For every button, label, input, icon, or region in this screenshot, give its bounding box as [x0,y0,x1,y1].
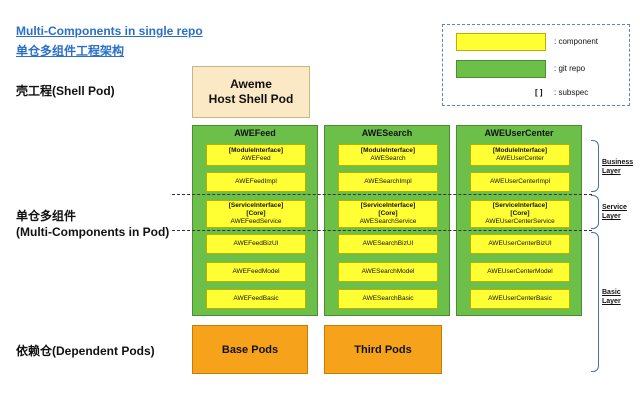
shell-pod-line1: Aweme [230,77,272,91]
shell-pod-line2: Host Shell Pod [208,92,294,106]
component-tag: [Core] [378,210,398,217]
component-name: AWEFeedBizUI [233,240,279,247]
component-name: AWEUserCenterBasic [488,295,552,302]
component-name: AWEUserCenterImpl [489,178,551,185]
component-service: [ServiceInterface] [Core] AWEFeedService [206,200,306,228]
component-tag: [ModuleInterface] [492,147,548,154]
component-model: AWEFeedModel [206,262,306,282]
component-module-interface: [ModuleInterface] AWESearch [338,144,438,166]
component-name: AWEFeedModel [232,268,280,275]
component-name: AWEFeedImpl [235,178,277,185]
component-name: AWEFeed [241,155,271,162]
shell-pod-label: 壳工程(Shell Pod) [16,84,115,98]
component-name: AWEUserCenterService [485,218,555,225]
component-impl: AWESearchImpl [338,172,438,192]
service-basic-divider [172,230,592,231]
component-name: AWESearchService [359,218,417,225]
legend-git-repo-label: : git repo [554,64,586,73]
component-model: AWEUserCenterModel [470,262,570,282]
component-name: AWESearchBasic [362,295,414,302]
component-tag: [Core] [510,210,530,217]
basic-layer-label: Basic Layer [602,289,621,305]
business-layer-brace [591,140,599,192]
basic-layer-brace [591,232,599,372]
component-bizui: AWESearchBizUI [338,234,438,254]
multi-components-label-cn: 单仓多组件 [16,209,77,223]
column-awesearch: AWESearch [ModuleInterface] AWESearch AW… [324,125,450,316]
component-impl: AWEUserCenterImpl [470,172,570,192]
column-title: AWEFeed [234,128,276,138]
component-name: AWEFeedService [230,218,282,225]
legend-subspec-label: : subspec [554,88,589,97]
component-tag: [ServiceInterface] [228,202,284,209]
component-service: [ServiceInterface] [Core] AWEUserCenterS… [470,200,570,228]
dependent-pods-label: 依赖仓(Dependent Pods) [16,344,155,358]
business-service-divider [172,194,592,195]
base-pods-box: Base Pods [192,325,308,374]
component-service: [ServiceInterface] [Core] AWESearchServi… [338,200,438,228]
shell-pod-box: Aweme Host Shell Pod [192,66,310,118]
component-tag: [Core] [246,210,266,217]
business-layer-label: Business Layer [602,159,634,175]
component-tag: [ServiceInterface] [492,202,548,209]
component-bizui: AWEFeedBizUI [206,234,306,254]
component-basic: AWESearchBasic [338,289,438,309]
service-layer-label: Service Layer [602,204,627,220]
legend [442,24,630,106]
component-name: AWEUserCenter [496,155,544,162]
component-name: AWESearchBizUI [362,240,414,247]
component-name: AWESearch [370,155,406,162]
component-tag: [ServiceInterface] [360,202,416,209]
component-bizui: AWEUserCenterBizUI [470,234,570,254]
component-name: AWEUserCenterBizUI [488,240,552,247]
legend-git-repo-swatch [456,60,546,78]
legend-component-swatch [456,33,546,51]
component-module-interface: [ModuleInterface] AWEFeed [206,144,306,166]
component-name: AWEUserCenterModel [487,268,553,275]
column-awefeed: AWEFeed [ModuleInterface] AWEFeed AWEFee… [192,125,318,316]
component-module-interface: [ModuleInterface] AWEUserCenter [470,144,570,166]
component-basic: AWEFeedBasic [206,289,306,309]
component-name: AWESearchModel [361,268,415,275]
diagram-subtitle: 单仓多组件工程架构 [16,44,125,58]
service-layer-brace [591,195,599,229]
column-title: AWESearch [361,128,413,138]
component-name: AWEFeedBasic [233,295,279,302]
component-basic: AWEUserCenterBasic [470,289,570,309]
diagram-title: Multi-Components in single repo [16,24,203,38]
legend-component-label: : component [554,37,599,46]
component-tag: [ModuleInterface] [228,147,284,154]
column-aweusercenter: AWEUserCenter [ModuleInterface] AWEUserC… [456,125,582,316]
third-pods-box: Third Pods [324,325,442,374]
column-title: AWEUserCenter [484,128,554,138]
multi-components-label-en: (Multi-Components in Pod) [16,225,170,239]
legend-subspec-symbol: [ ] [535,88,543,97]
component-tag: [ModuleInterface] [360,147,416,154]
component-name: AWESearchImpl [364,178,412,185]
component-impl: AWEFeedImpl [206,172,306,192]
component-model: AWESearchModel [338,262,438,282]
